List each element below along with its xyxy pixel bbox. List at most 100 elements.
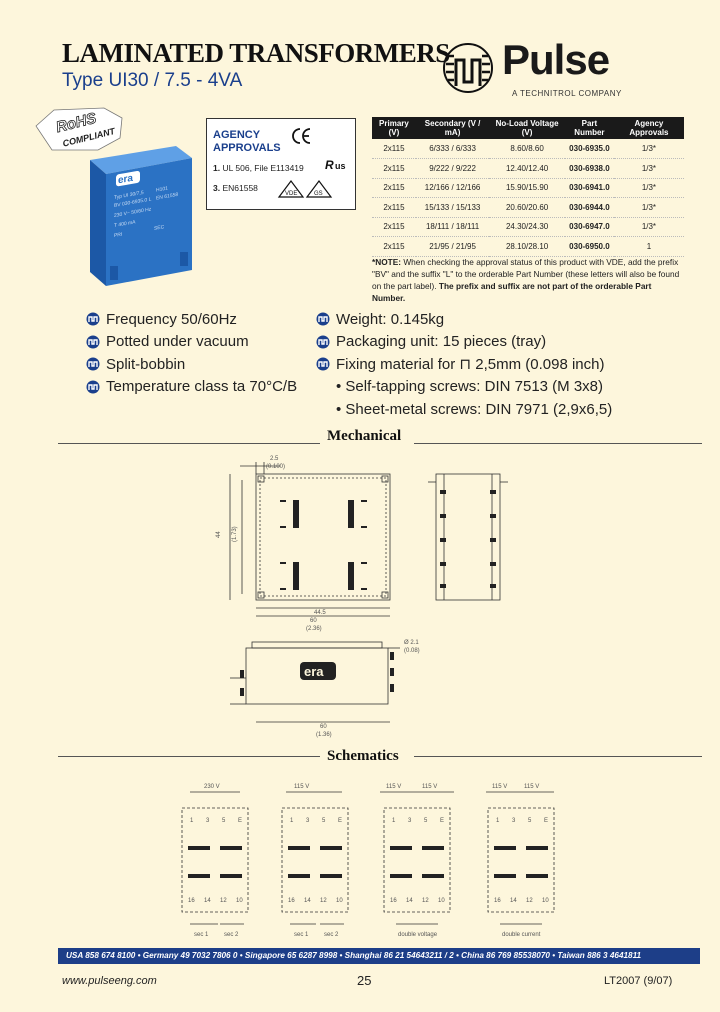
table-row: 2x115 18/111 / 18/111 24.30/24.30 030-69…	[372, 217, 684, 237]
svg-text:(1.36): (1.36)	[316, 732, 332, 738]
cell-no-load-voltage: 15.90/15.90	[489, 178, 565, 198]
svg-text:H101: H101	[156, 186, 168, 194]
pulse-logo-globe-icon	[443, 43, 493, 93]
svg-text:16: 16	[390, 898, 397, 904]
mechanical-drawing: 2.5(0.100) 44.560(2.36) 44 (1.73) era Ø …	[216, 456, 508, 738]
svg-text:14: 14	[510, 898, 517, 904]
cell-secondary: 9/222 / 9/222	[415, 158, 490, 179]
ul-recognized-icon: R us	[325, 158, 346, 172]
cell-no-load-voltage: 12.40/12.40	[489, 158, 565, 179]
svg-text:(0.100): (0.100)	[266, 464, 285, 470]
col-header-agency-approvals: Agency Approvals	[613, 117, 684, 139]
cell-primary: 2x115	[372, 236, 416, 257]
cell-primary: 2x115	[372, 178, 416, 198]
svg-text:12: 12	[526, 898, 533, 904]
cell-agency: 1/3*	[613, 197, 684, 218]
pulse-bullet-icon	[86, 335, 100, 349]
document-code: LT2007 (9/07)	[604, 975, 673, 987]
svg-text:E: E	[544, 818, 548, 824]
page-title: LAMINATED TRANSFORMERS	[62, 38, 450, 68]
cell-part-number: 030-6947.0	[564, 217, 614, 237]
svg-text:1: 1	[392, 818, 396, 824]
schematics-heading: Schematics	[327, 748, 399, 764]
svg-text:12: 12	[220, 898, 227, 904]
svg-text:3: 3	[306, 818, 310, 824]
feature-fixing-material: Fixing material for ⊓ 2,5mm (0.098 inch)	[336, 356, 605, 374]
agency-heading-2: APPROVALS	[213, 142, 281, 154]
table-row: 2x115 12/166 / 12/166 15.90/15.90 030-69…	[372, 178, 684, 198]
features-list-left: Frequency 50/60Hz Potted under vacuum Sp…	[86, 308, 297, 398]
feature-sheet-metal-screws: • Sheet-metal screws: DIN 7971 (2,9x6,5)	[336, 400, 613, 418]
svg-text:16: 16	[494, 898, 501, 904]
schematic-label-double-current: double current	[502, 932, 541, 938]
cell-agency: 1/3*	[613, 139, 684, 159]
feature-potting: Potted under vacuum	[106, 333, 249, 351]
mechanical-rule-right	[414, 443, 702, 444]
schematic-label-sec2-a: sec 2	[224, 932, 239, 938]
cell-part-number: 030-6938.0	[564, 158, 614, 179]
svg-text:us: us	[335, 161, 346, 171]
svg-text:16: 16	[188, 898, 195, 904]
svg-text:12: 12	[422, 898, 429, 904]
era-mark-icon: era	[300, 662, 336, 680]
feature-temperature: Temperature class ta 70°C/B	[106, 378, 298, 396]
cell-primary: 2x115	[372, 217, 416, 237]
svg-text:5: 5	[222, 818, 226, 824]
agency-approvals-box: AGENCY APPROVALS 1. UL 506, File E113419…	[206, 118, 356, 210]
list-item: Packaging unit: 15 pieces (tray)	[316, 331, 612, 354]
cell-no-load-voltage: 20.60/20.60	[489, 197, 565, 218]
svg-text:1: 1	[190, 818, 194, 824]
pulse-bullet-icon	[316, 357, 330, 371]
website-link[interactable]: www.pulseeng.com	[62, 975, 157, 987]
svg-text:3: 3	[512, 818, 516, 824]
cell-part-number: 030-6950.0	[564, 236, 614, 257]
schematics-rule-left	[58, 756, 320, 757]
cell-secondary: 15/133 / 15/133	[415, 197, 490, 218]
schematic-voltage-2: 115 V	[294, 784, 309, 790]
schematic-label-sec1-a: sec 1	[194, 932, 209, 938]
cell-no-load-voltage: 28.10/28.10	[489, 236, 565, 257]
svg-text:14: 14	[304, 898, 311, 904]
cell-agency: 1/3*	[613, 158, 684, 179]
page-number: 25	[357, 973, 372, 988]
cell-agency: 1/3*	[613, 217, 684, 237]
schematic-voltage-6: 115 V	[524, 784, 539, 790]
svg-text:3: 3	[408, 818, 412, 824]
svg-text:1: 1	[290, 818, 294, 824]
agency-line-2-text: EN61558	[222, 183, 258, 193]
era-logo-icon: era	[116, 170, 140, 186]
svg-text:(0.08): (0.08)	[404, 648, 420, 654]
svg-text:44: 44	[216, 531, 222, 538]
col-header-primary: Primary (V)	[372, 117, 416, 139]
pulse-bullet-icon	[316, 312, 330, 326]
table-row: 2x115 6/333 / 6/333 8.60/8.60 030-6935.0…	[372, 139, 684, 159]
col-header-part-number: Part Number	[564, 117, 614, 139]
svg-text:(2.36): (2.36)	[306, 626, 322, 632]
features-list-right: Weight: 0.145kg Packaging unit: 15 piece…	[316, 308, 612, 421]
svg-text:VDE: VDE	[285, 191, 297, 197]
note-label: *NOTE:	[372, 257, 402, 267]
feature-weight: Weight: 0.145kg	[336, 310, 445, 328]
svg-text:T 400 mA: T 400 mA	[114, 219, 136, 229]
agency-line-1-text: UL 506, File E113419	[222, 163, 304, 173]
cell-primary: 2x115	[372, 139, 416, 159]
agency-line-1-number: 1.	[213, 163, 221, 173]
schematic-voltage-3: 115 V	[386, 784, 401, 790]
svg-text:44.5: 44.5	[314, 610, 326, 616]
pulse-logo	[443, 43, 493, 93]
schematics-rule-right	[414, 756, 702, 757]
svg-text:3: 3	[206, 818, 210, 824]
mechanical-heading: Mechanical	[327, 428, 402, 444]
schematic-label-sec1-b: sec 1	[294, 932, 309, 938]
rohs-badge: RoHS COMPLIANT	[35, 107, 123, 151]
table-row: 2x115 21/95 / 21/95 28.10/28.10 030-6950…	[372, 236, 684, 257]
svg-text:E: E	[338, 818, 342, 824]
mechanical-rule-left	[58, 443, 320, 444]
list-item: Potted under vacuum	[86, 331, 297, 354]
list-item: Temperature class ta 70°C/B	[86, 376, 297, 399]
col-header-no-load-voltage: No-Load Voltage (V)	[489, 117, 565, 139]
svg-text:SEC: SEC	[154, 224, 165, 232]
approval-note: *NOTE: When checking the approval status…	[372, 256, 684, 304]
svg-text:5: 5	[528, 818, 532, 824]
